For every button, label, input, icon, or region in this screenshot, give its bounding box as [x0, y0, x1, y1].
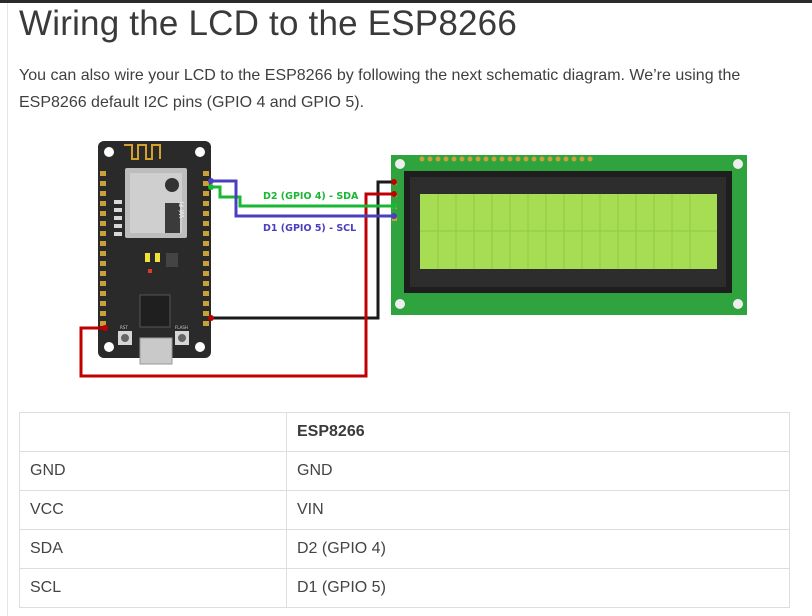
scl-wire-label: D1 (GPIO 5) - SCL: [263, 223, 356, 234]
table-header-row: ESP8266: [19, 412, 790, 452]
wiring-schematic: Wi Fi: [79, 141, 747, 378]
wifi-logo-text: Wi Fi: [178, 202, 186, 218]
table-cell: SCL: [19, 568, 287, 608]
content-left-border: [7, 3, 8, 616]
table-row: SCL D1 (GPIO 5): [19, 568, 790, 608]
table-cell: GND: [286, 451, 790, 491]
rst-label: RST: [120, 325, 128, 330]
section-heading: Wiring the LCD to the ESP8266: [19, 4, 518, 43]
table-cell: VCC: [19, 490, 287, 530]
table-cell: D2 (GPIO 4): [286, 529, 790, 569]
lcd-1602-module: [391, 155, 747, 315]
top-border: [0, 0, 812, 3]
table-row: VCC VIN: [19, 490, 790, 530]
wire-junctions: [102, 178, 397, 331]
sda-wire-label: D2 (GPIO 4) - SDA: [263, 191, 359, 202]
esp8266-board: Wi Fi: [98, 141, 211, 365]
table-header-cell: ESP8266: [286, 412, 790, 452]
intro-paragraph: You can also wire your LCD to the ESP826…: [19, 67, 741, 111]
table-cell: GND: [19, 451, 287, 491]
flash-label: FLASH: [175, 325, 188, 330]
table-cell: SDA: [19, 529, 287, 569]
table-row: GND GND: [19, 451, 790, 491]
wires: [79, 179, 394, 378]
table-row: SDA D2 (GPIO 4): [19, 529, 790, 569]
wiring-table: ESP8266 GND GND VCC VIN SDA D2 (GPIO 4) …: [19, 412, 790, 608]
table-cell: VIN: [286, 490, 790, 530]
table-cell: D1 (GPIO 5): [286, 568, 790, 608]
table-header-cell: [19, 412, 287, 452]
